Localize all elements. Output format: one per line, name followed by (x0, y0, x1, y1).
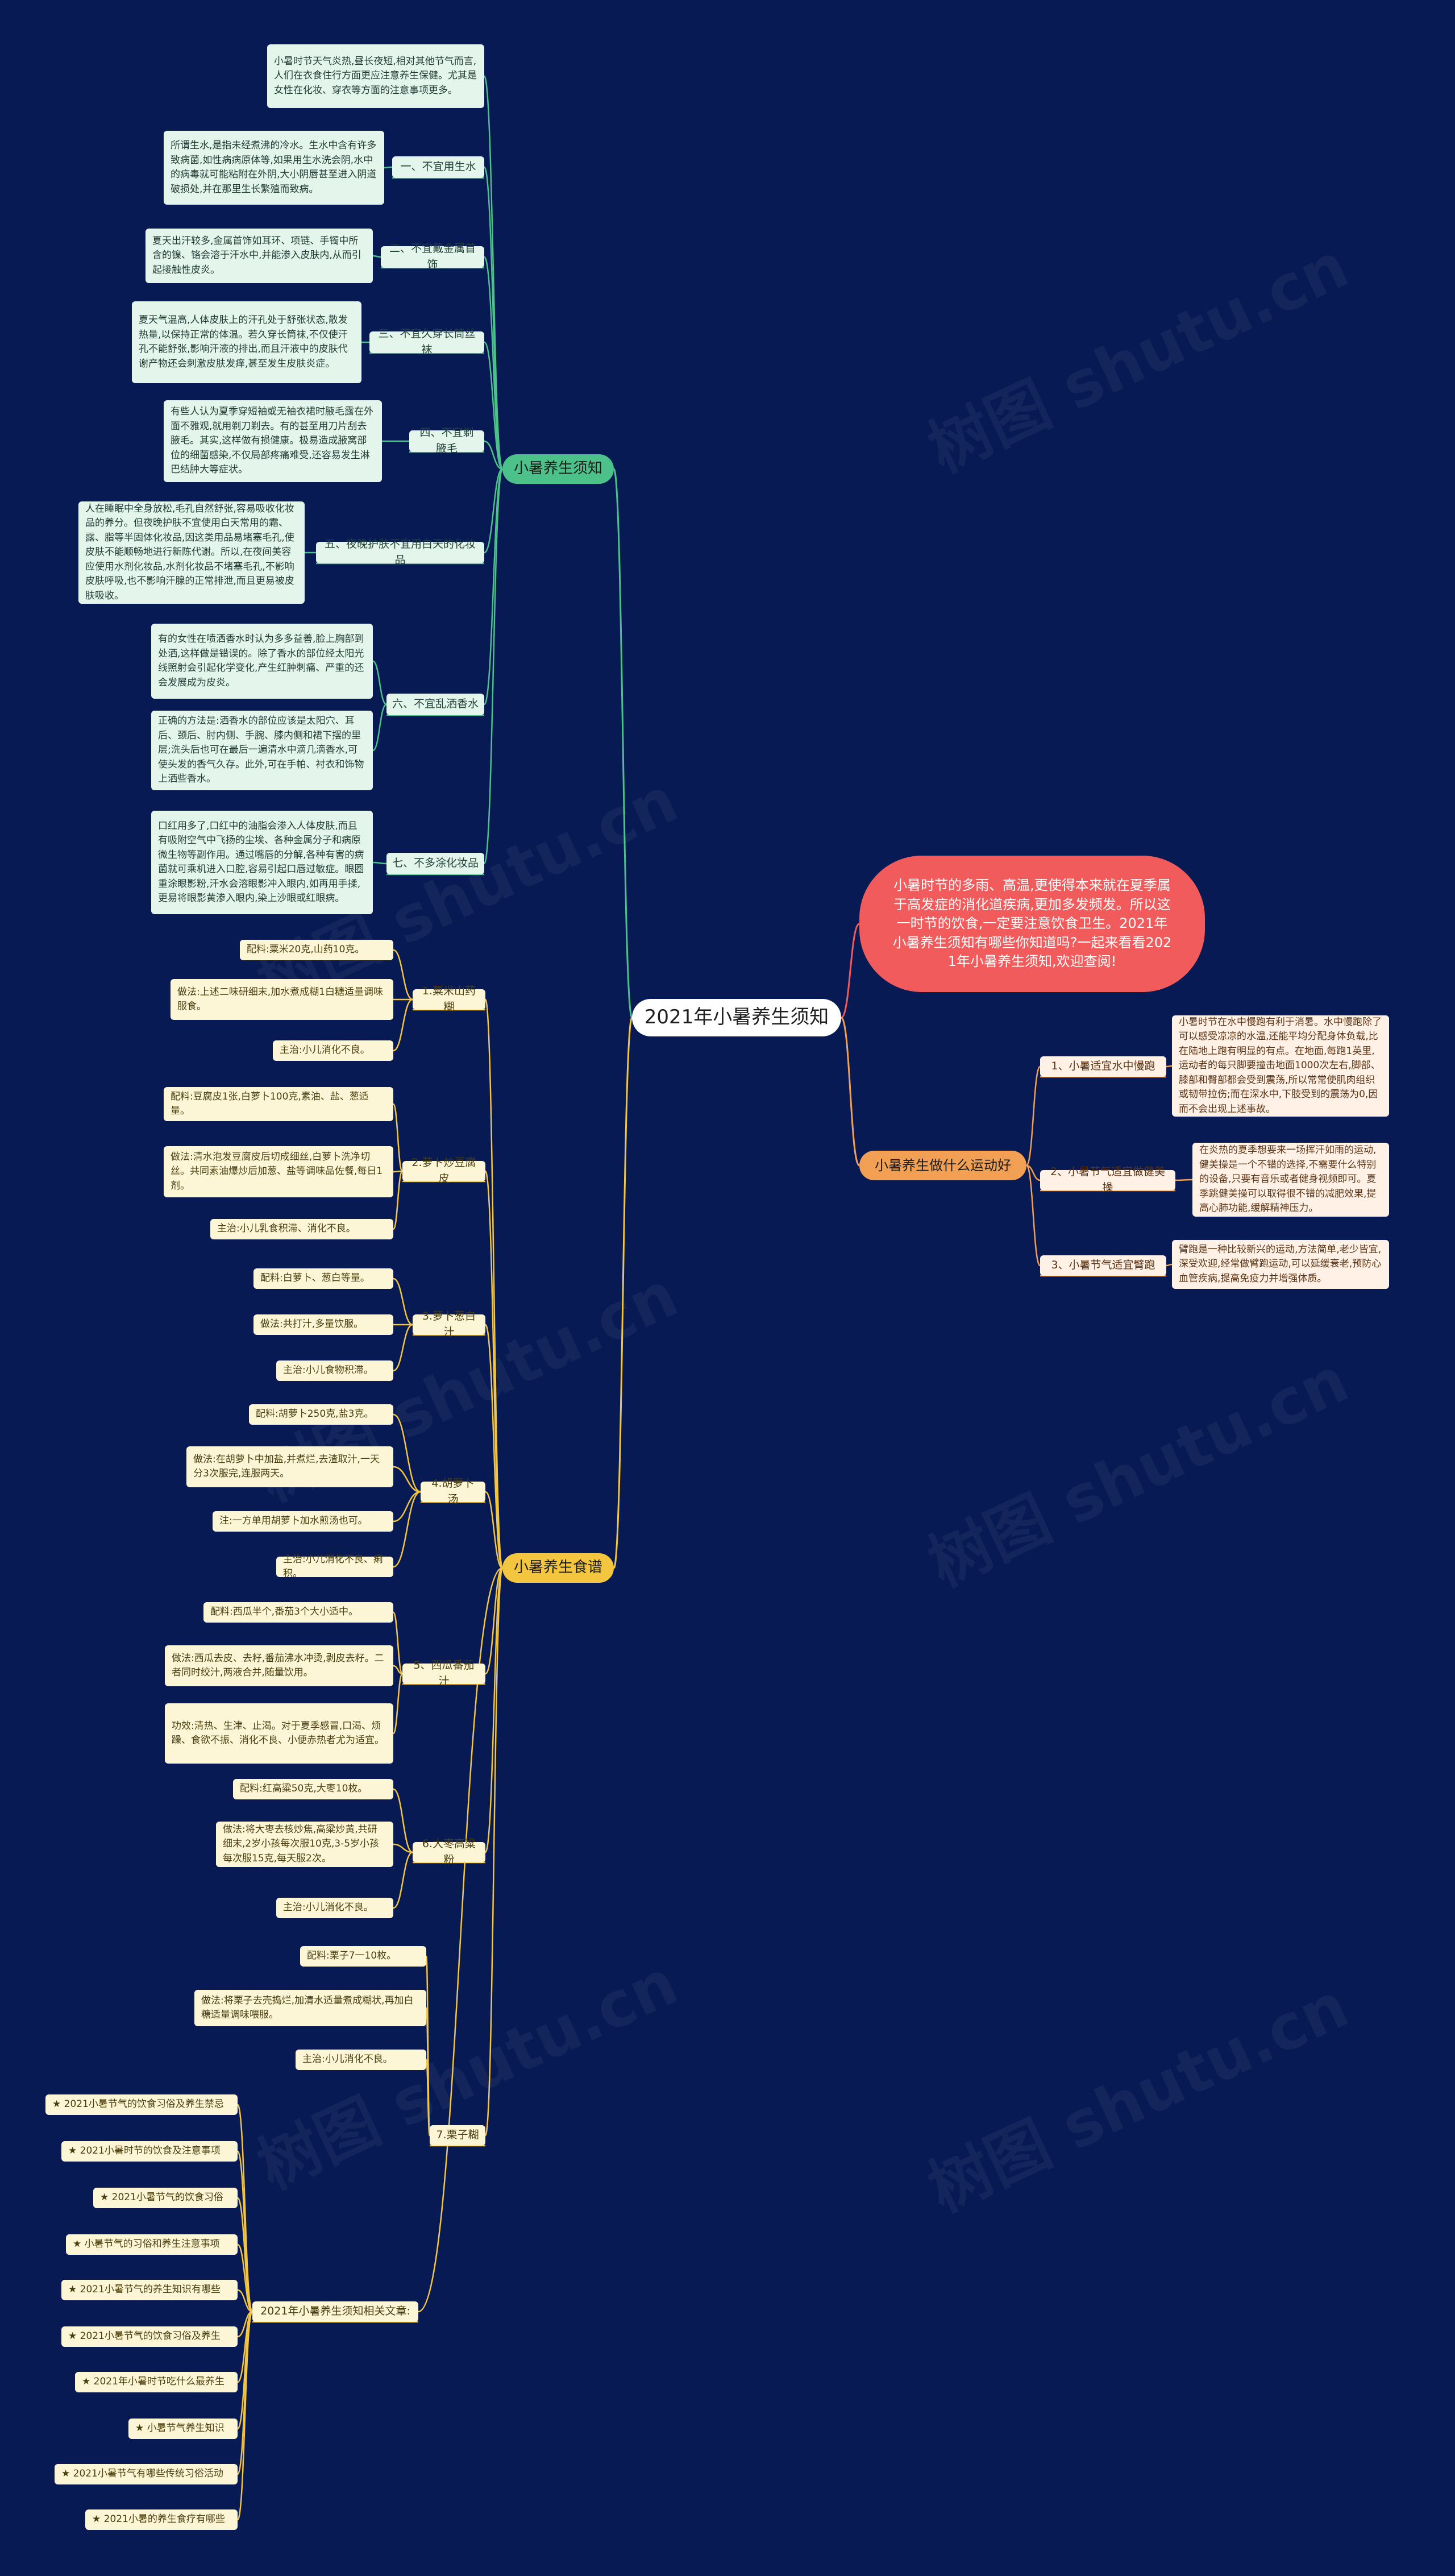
sub-topic-exercise[interactable]: 3、小暑节气适宜臂跑 (1040, 1255, 1166, 1276)
sub-topic-note[interactable]: 七、不多涂化妆品 (386, 853, 484, 874)
recipe-leaf[interactable]: 主治:小儿消化不良。 (296, 2050, 426, 2070)
recipe-leaf[interactable]: 注:一方单用胡萝卜加水煎汤也可。 (213, 1511, 393, 1532)
exercise-leaf[interactable]: 臂跑是一种比较新兴的运动,方法简单,老少皆宜,深受欢迎,经常做臂跑运动,可以延缓… (1172, 1240, 1389, 1289)
recipe-leaf[interactable]: 做法:共打汁,多量饮服。 (253, 1314, 393, 1335)
root-topic[interactable]: 2021年小暑养生须知 (632, 999, 841, 1036)
sub-topic-recipe[interactable]: 4.胡萝卜汤 (421, 1477, 485, 1505)
watermark: 树图 shutu.cn (917, 1968, 1359, 2226)
note-leaf[interactable]: 有些人认为夏季穿短袖或无袖衣裙时腋毛露在外面不雅观,就用剃刀剃去。有的甚至用刀片… (164, 400, 382, 482)
branch-summer-notes[interactable]: 小暑养生须知 (502, 454, 614, 484)
recipe-leaf[interactable]: ★ 2021小暑时节的饮食及注意事项 (61, 2141, 238, 2162)
sub-topic-exercise[interactable]: 2、小暑节气适宜做健美操 (1040, 1165, 1175, 1194)
sub-topic-note[interactable]: 三、不宜久穿长筒丝袜 (369, 327, 484, 356)
note-leaf[interactable]: 有的女性在喷洒香水时认为多多益善,脸上胸部到处洒,这样做是错误的。除了香水的部位… (151, 624, 373, 699)
sub-topic-recipe[interactable]: 7.栗子糊 (430, 2125, 485, 2146)
recipe-leaf[interactable]: 做法:将栗子去壳捣烂,加清水适量煮成糊状,再加白糖适量调味喂服。 (194, 1990, 426, 2026)
watermark: 树图 shutu.cn (917, 229, 1359, 487)
note-leaf[interactable]: 所谓生水,是指未经煮沸的冷水。生水中含有许多致病菌,如性病病原体等,如果用生水洗… (164, 131, 384, 205)
sub-topic-recipe[interactable]: 3.萝卜葱白汁 (413, 1310, 485, 1338)
sub-topic-recipe[interactable]: 5、西瓜番茄汁 (402, 1659, 485, 1687)
sub-topic-recipe[interactable]: 2021年小暑养生须知相关文章: (252, 2301, 418, 2322)
recipe-leaf[interactable]: 主治:小儿消化不良。 (276, 1898, 393, 1918)
recipe-leaf[interactable]: ★ 2021小暑节气有哪些传统习俗活动 (55, 2464, 238, 2484)
recipe-leaf[interactable]: 配料:豆腐皮1张,白萝卜100克,素油、盐、葱适量。 (164, 1087, 393, 1121)
recipe-leaf[interactable]: ★ 2021年小暑时节吃什么最养生 (75, 2372, 238, 2392)
recipe-leaf[interactable]: ★ 2021小暑节气的饮食习俗及养生 (61, 2326, 238, 2347)
recipe-leaf[interactable]: ★ 2021小暑的养生食疗有哪些 (85, 2509, 238, 2530)
recipe-leaf[interactable]: 主治:小儿食物积滞。 (276, 1360, 393, 1381)
recipe-leaf[interactable]: ★ 2021小暑节气的饮食习俗及养生禁忌 (45, 2094, 238, 2115)
recipe-leaf[interactable]: 主治:小儿消化不良。 (273, 1040, 393, 1061)
recipe-leaf[interactable]: 功效:清热、生津、止渴。对于夏季感冒,口渴、烦躁、食欲不振、消化不良、小便赤热者… (165, 1703, 393, 1764)
recipe-leaf[interactable]: 主治:小儿消化不良、痢积。 (276, 1554, 393, 1579)
recipe-leaf[interactable]: ★ 2021小暑节气的饮食习俗 (93, 2188, 238, 2208)
recipe-leaf[interactable]: 配料:红高粱50克,大枣10枚。 (233, 1779, 393, 1799)
recipe-leaf[interactable]: 配料:白萝卜、葱白等量。 (253, 1268, 393, 1289)
recipe-leaf[interactable]: 配料:栗子7一10枚。 (300, 1946, 426, 1967)
recipe-leaf[interactable]: 做法:上述二味研细末,加水煮成糊1白糖适量调味服食。 (171, 979, 393, 1020)
sub-topic-recipe[interactable]: 6.大枣高粱粉 (413, 1837, 485, 1866)
branch-summer-exercise[interactable]: 小暑养生做什么运动好 (859, 1151, 1026, 1180)
recipe-leaf[interactable]: ★ 2021小暑节气的养生知识有哪些 (61, 2280, 238, 2300)
recipe-leaf[interactable]: 做法:将大枣去核炒焦,高粱炒黄,共研细末,2岁小孩每次服10克,3-5岁小孩每次… (216, 1822, 393, 1867)
note-leaf[interactable]: 夏天气温高,人体皮肤上的汗孔处于舒张状态,散发热量,以保持正常的体温。若久穿长筒… (132, 301, 361, 383)
sub-topic-note[interactable]: 一、不宜用生水 (392, 156, 484, 178)
recipe-leaf[interactable]: 配料:西瓜半个,番茄3个大小适中。 (203, 1602, 393, 1623)
recipe-leaf[interactable]: 做法:在胡萝卜中加盐,并煮烂,去渣取汁,一天分3次服完,连服两天。 (186, 1446, 393, 1487)
recipe-leaf[interactable]: 配料:胡萝卜250克,盐3克。 (249, 1404, 393, 1425)
recipe-leaf[interactable]: 主治:小儿乳食积滞、消化不良。 (210, 1219, 393, 1239)
recipe-leaf[interactable]: 做法:清水泡发豆腐皮后切成细丝,白萝卜洗净切丝。共同素油爆炒后加葱、盐等调味品佐… (164, 1146, 393, 1197)
recipe-leaf[interactable]: ★ 小暑节气的习俗和养生注意事项 (66, 2234, 238, 2255)
branch-summer-recipes[interactable]: 小暑养生食谱 (502, 1553, 614, 1583)
note-leaf[interactable]: 口红用多了,口红中的油脂会渗入人体皮肤,而且有吸附空气中飞扬的尘埃、各种金属分子… (151, 811, 373, 914)
intro-bubble[interactable]: 小暑时节的多雨、高温,更使得本来就在夏季属于高发症的消化道疾病,更加多发频发。所… (859, 856, 1205, 992)
note-leaf[interactable]: 小暑时节天气炎热,昼长夜短,相对其他节气而言,人们在衣食住行方面更应注意养生保健… (267, 44, 484, 108)
note-leaf[interactable]: 正确的方法是:洒香水的部位应该是太阳穴、耳后、颈后、肘内侧、手腕、膝内侧和裙下摆… (151, 711, 373, 790)
note-leaf[interactable]: 人在睡眠中全身放松,毛孔自然舒张,容易吸收化妆品的养分。但夜晚护肤不宜使用白天常… (78, 501, 305, 604)
recipe-leaf[interactable]: ★ 小暑节气养生知识 (128, 2419, 238, 2439)
sub-topic-exercise[interactable]: 1、小暑适宜水中慢跑 (1040, 1056, 1166, 1077)
watermark: 树图 shutu.cn (917, 1343, 1359, 1601)
sub-topic-note[interactable]: 二、不宜戴金属首饰 (381, 242, 484, 271)
sub-topic-note[interactable]: 四、不宜剃腋毛 (409, 426, 484, 455)
sub-topic-note[interactable]: 六、不宜乱洒香水 (386, 694, 484, 715)
sub-topic-recipe[interactable]: 1.粟米山药糊 (413, 985, 485, 1013)
note-leaf[interactable]: 夏天出汗较多,金属首饰如耳环、项链、手镯中所含的镍、铬会溶于汗水中,并能渗入皮肤… (146, 229, 373, 283)
sub-topic-recipe[interactable]: 2.萝卜炒豆腐皮 (402, 1156, 485, 1185)
sub-topic-note[interactable]: 五、夜晚护肤不宜用白天的化妆品 (316, 538, 484, 566)
exercise-leaf[interactable]: 小暑时节在水中慢跑有利于消暑。水中慢跑除了可以感受凉凉的水温,还能平均分配身体负… (1172, 1015, 1389, 1117)
recipe-leaf[interactable]: 配料:粟米20克,山药10克。 (240, 940, 393, 960)
recipe-leaf[interactable]: 做法:西瓜去皮、去籽,番茄沸水冲烫,剥皮去籽。二者同时绞汁,两液合并,随量饮用。 (165, 1645, 393, 1686)
exercise-leaf[interactable]: 在炎热的夏季想要来一场挥汗如雨的运动,健美操是一个不错的选择,不需要什么特别的设… (1192, 1143, 1389, 1217)
